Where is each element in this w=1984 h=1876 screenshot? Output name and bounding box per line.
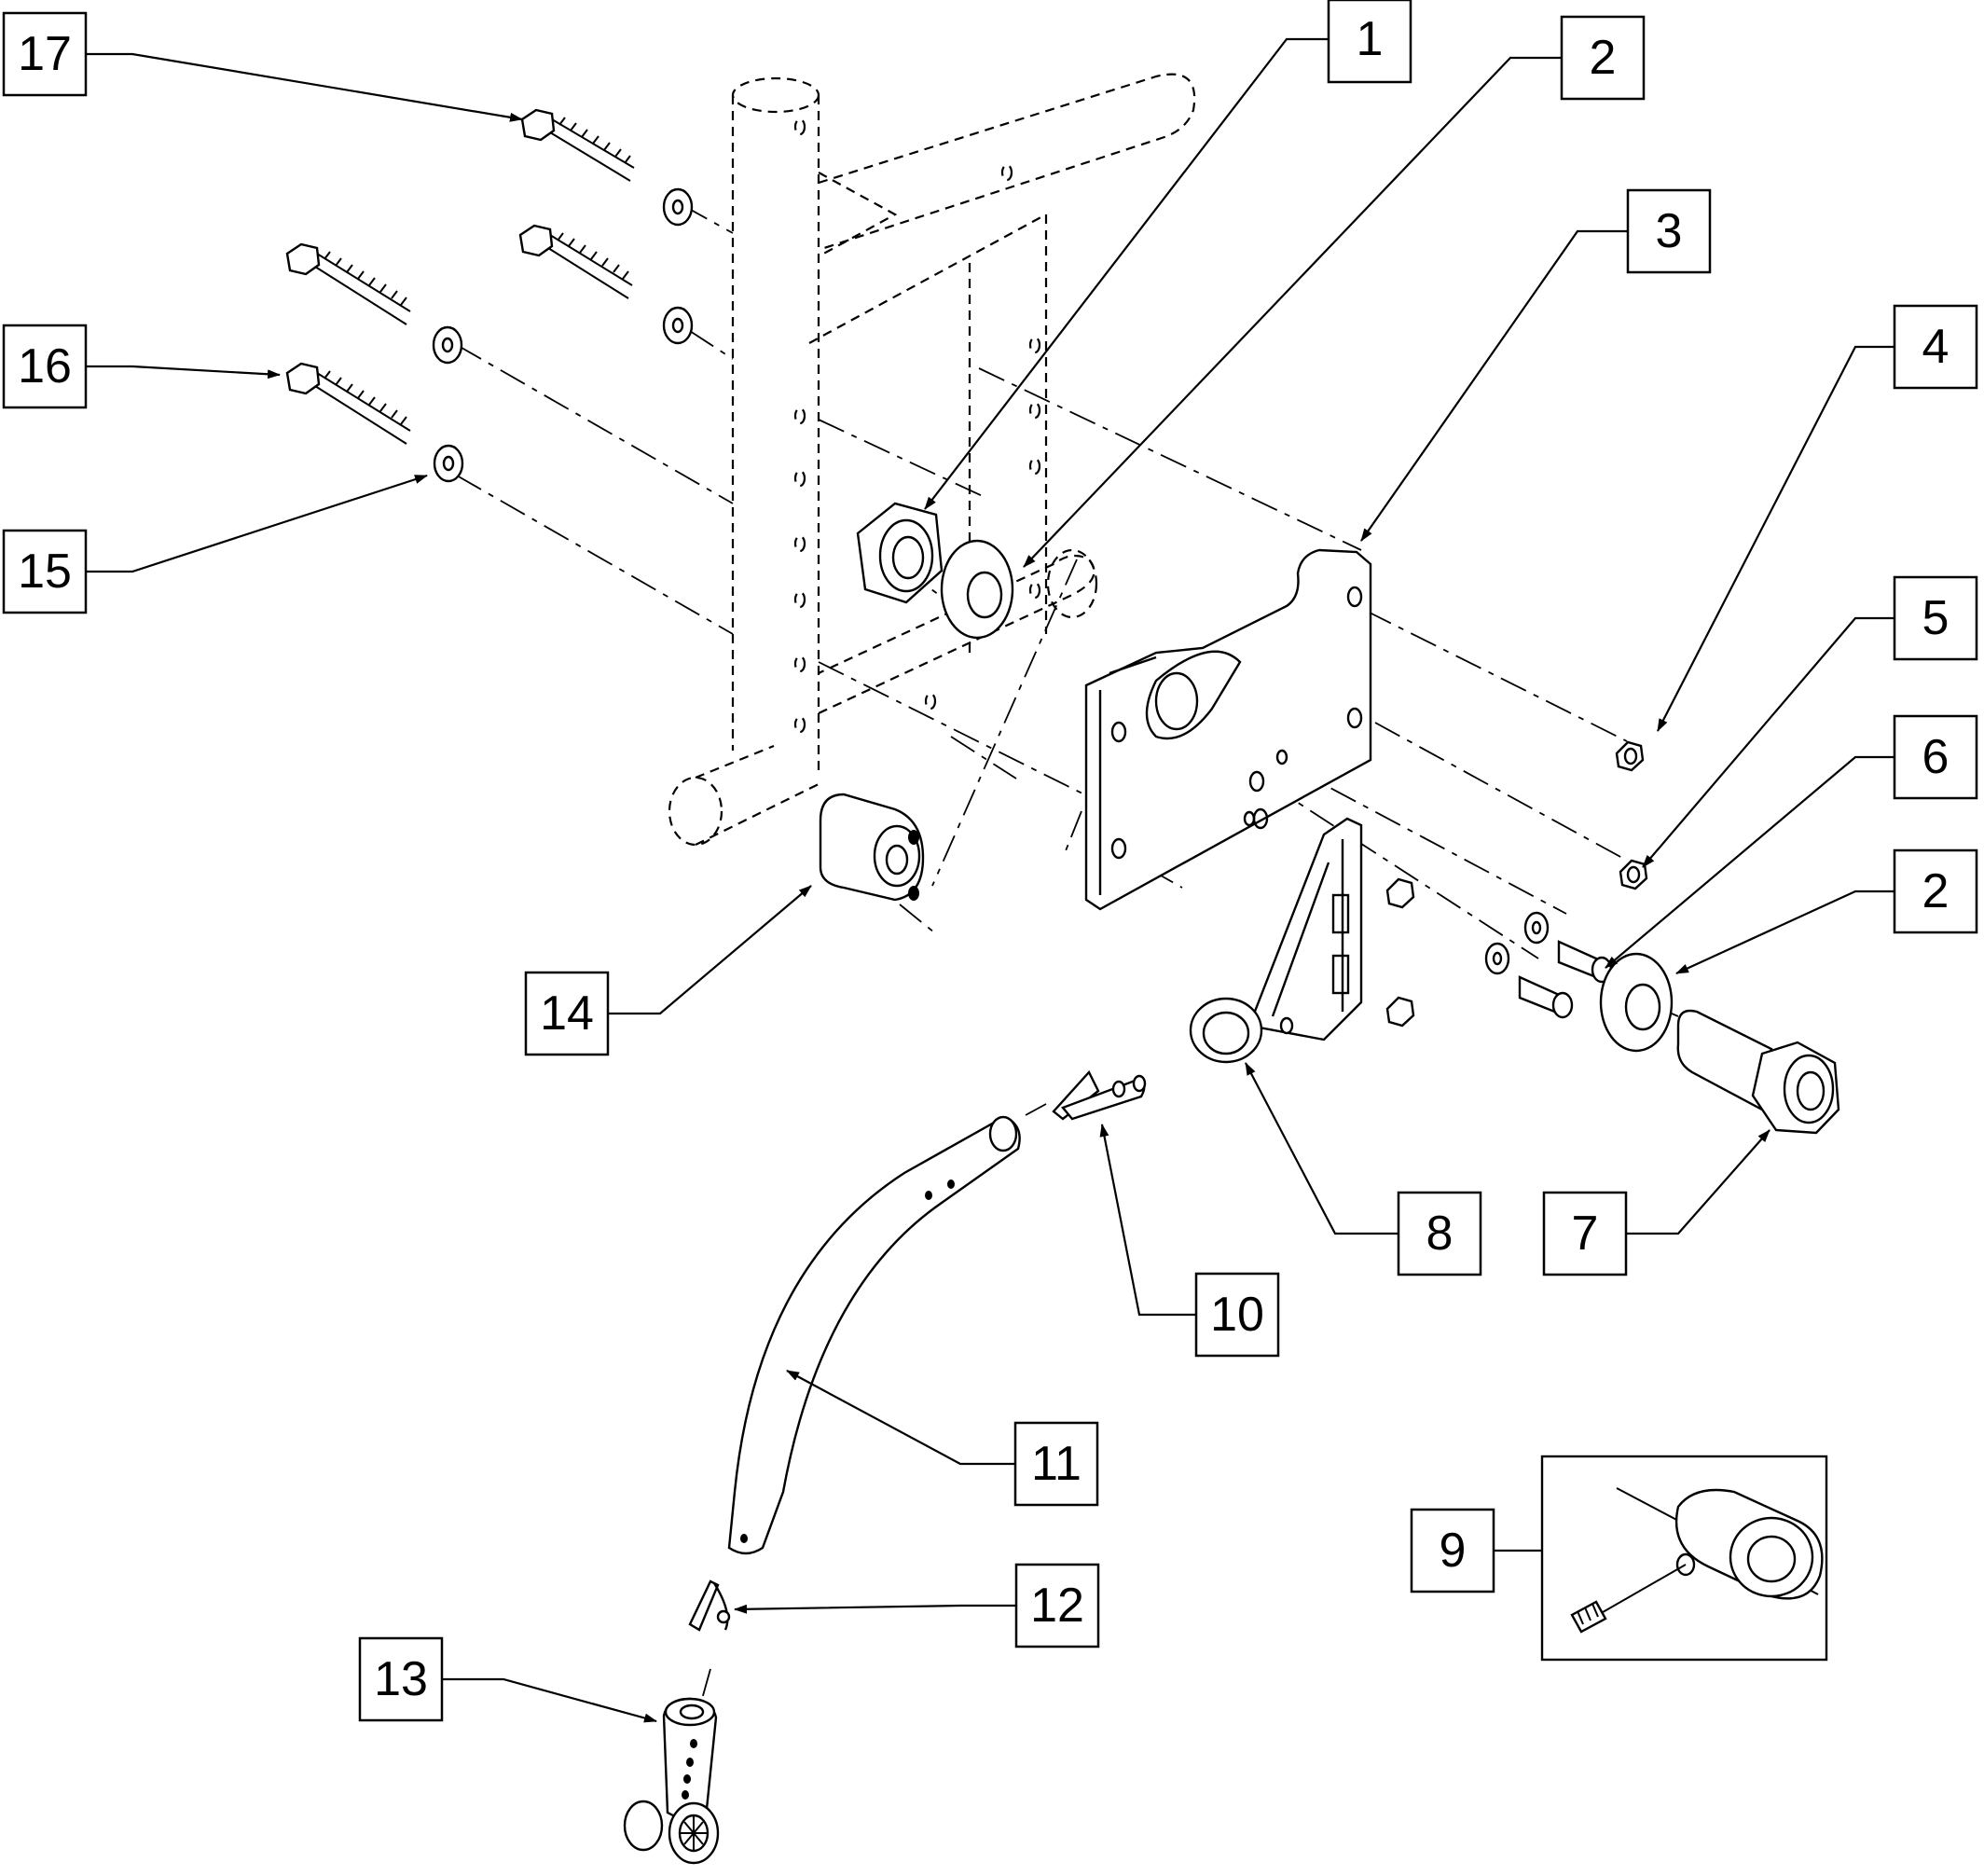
part-5-nut xyxy=(1619,859,1648,890)
callout-2a-text: 2 xyxy=(1590,31,1617,85)
callout-15: 15 xyxy=(2,529,88,614)
callout-12-text: 12 xyxy=(1030,1579,1084,1633)
part-2-washer-lower xyxy=(1599,952,1674,1053)
part-11-fork-tube xyxy=(727,1115,1021,1555)
bolt-17-upper xyxy=(520,108,694,227)
alignment-lines xyxy=(456,204,1679,1717)
part-8-caster-bracket xyxy=(1189,749,1363,1064)
part-6-screws xyxy=(1484,911,1613,1019)
part-10-pin xyxy=(1052,1069,1147,1121)
callout-3-text: 3 xyxy=(1656,204,1683,258)
callout-16: 16 xyxy=(2,324,88,409)
callout-11: 11 xyxy=(1013,1421,1099,1507)
callout-14: 14 xyxy=(524,971,610,1056)
callout-16-text: 16 xyxy=(18,339,72,393)
callout-3: 3 xyxy=(1626,188,1712,274)
part-9-inset xyxy=(1540,1455,1828,1662)
bolt-16-upper xyxy=(285,242,463,365)
callout-8: 8 xyxy=(1397,1191,1482,1276)
frame-phantom xyxy=(668,73,1196,847)
callout-14-text: 14 xyxy=(540,986,594,1041)
callout-9-text: 9 xyxy=(1440,1524,1467,1578)
callout-6-text: 6 xyxy=(1922,730,1950,784)
part-7-axle-bolt xyxy=(1676,1009,1840,1135)
part-2-washer-upper xyxy=(940,539,1014,640)
callout-5: 5 xyxy=(1893,575,1978,661)
callout-7: 7 xyxy=(1542,1191,1628,1276)
callout-10: 10 xyxy=(1194,1272,1280,1358)
callout-6: 6 xyxy=(1893,714,1978,800)
callout-1-text: 1 xyxy=(1357,12,1384,66)
callout-2-upper: 2 xyxy=(1560,15,1646,101)
callout-12: 12 xyxy=(1014,1563,1100,1648)
callout-13-text: 13 xyxy=(374,1652,428,1706)
callout-2-lower: 2 xyxy=(1893,848,1978,934)
callout-4: 4 xyxy=(1893,304,1978,390)
callout-4-text: 4 xyxy=(1922,320,1950,374)
callout-17-text: 17 xyxy=(18,27,72,81)
callout-13: 13 xyxy=(358,1636,444,1722)
part-14-bushing xyxy=(819,793,925,902)
part-4-nut xyxy=(1615,740,1645,772)
callout-10-text: 10 xyxy=(1210,1288,1264,1342)
callout-11-text: 11 xyxy=(1031,1437,1082,1491)
bracket-nuts xyxy=(1385,877,1415,1028)
bolt-16-lower xyxy=(285,362,464,483)
callout-8-text: 8 xyxy=(1426,1207,1454,1261)
callout-15-text: 15 xyxy=(18,545,72,599)
callout-7-text: 7 xyxy=(1572,1207,1599,1261)
part-12-cotter-pin xyxy=(688,1579,731,1632)
part-3-mounting-plate xyxy=(1084,548,1372,911)
callout-17: 17 xyxy=(2,11,88,97)
bolt-17-lower xyxy=(518,224,694,345)
callout-1: 1 xyxy=(1327,0,1412,84)
callout-2b-text: 2 xyxy=(1922,864,1950,918)
leader-lines xyxy=(86,37,1894,1723)
callout-5-text: 5 xyxy=(1922,591,1950,645)
callout-9: 9 xyxy=(1410,1508,1495,1593)
part-1-hex-nut xyxy=(856,502,944,604)
part-13-caster xyxy=(623,1697,720,1865)
